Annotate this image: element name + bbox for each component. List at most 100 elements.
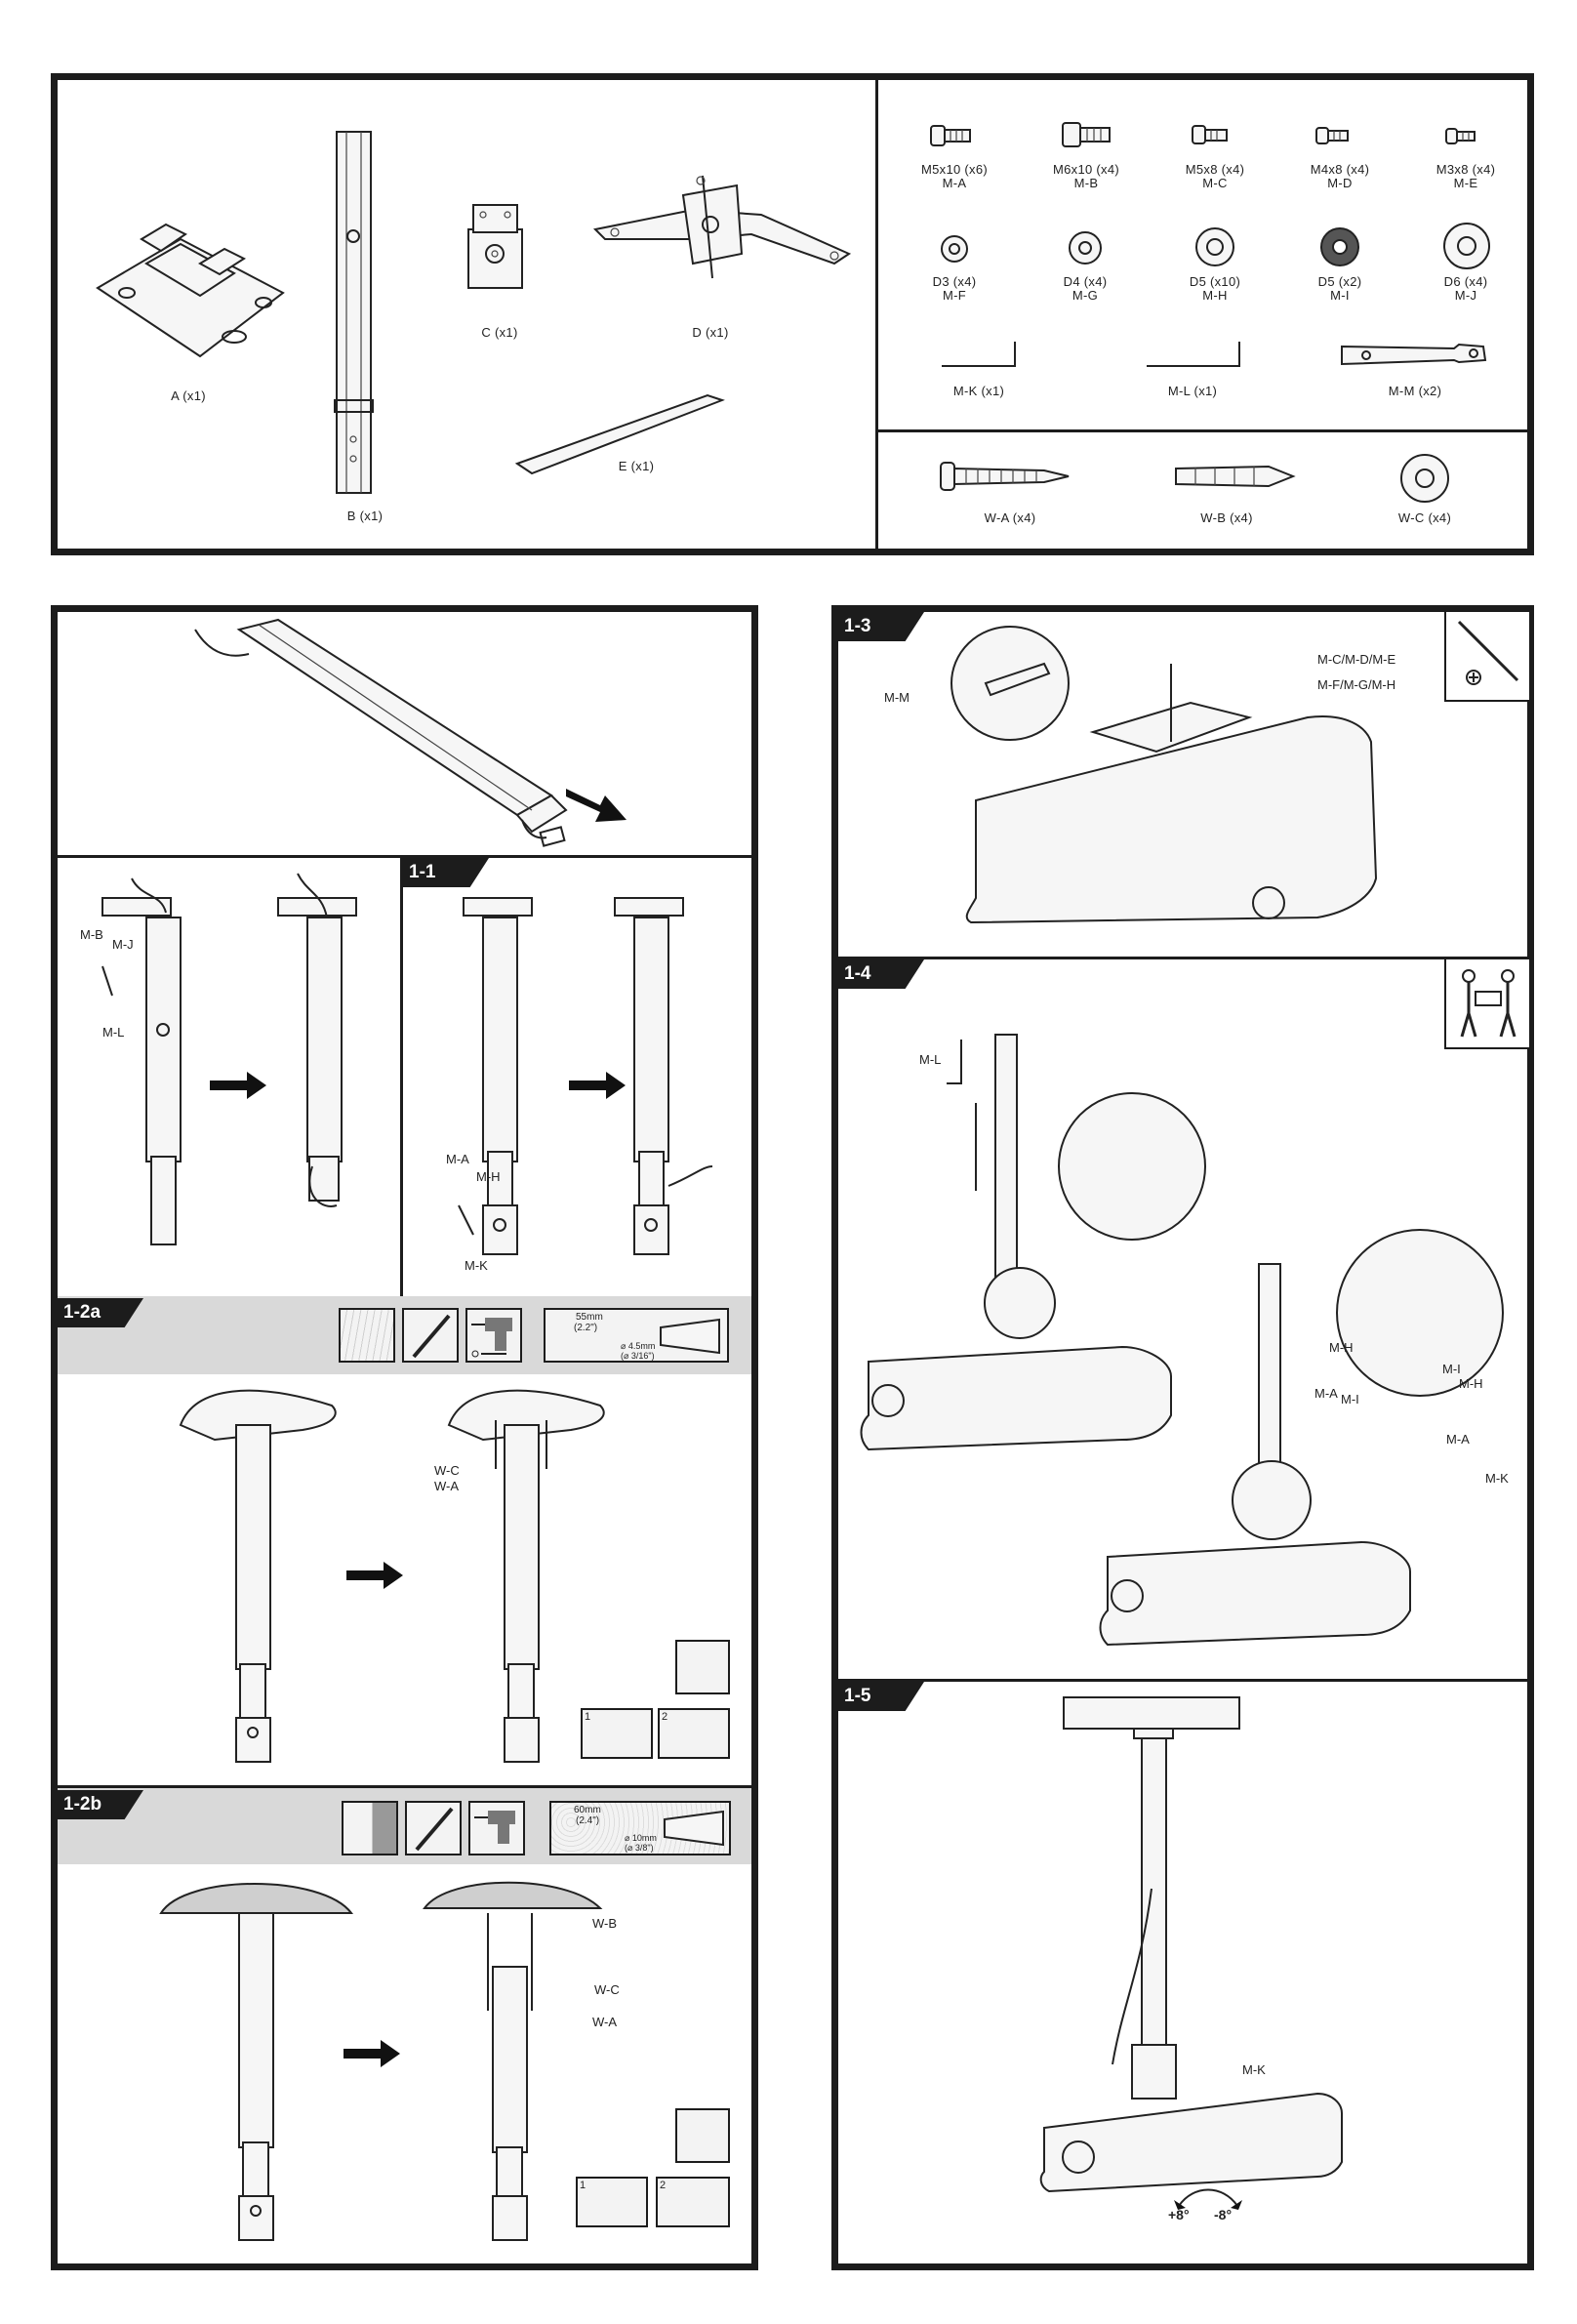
hardware-m-g-size: D4 (x4): [1063, 274, 1108, 289]
hardware-m-h-code: M-H: [1202, 288, 1228, 303]
callout-m-b: M-B: [80, 927, 103, 942]
wall-w-a-label: W-A (x4): [984, 510, 1036, 525]
drill-b-dia: ⌀ 10mm: [625, 1833, 657, 1843]
step-1-1-drawing: [458, 897, 713, 1255]
callout-w-a-1-2b: W-A: [592, 2015, 618, 2029]
drill-a-depth: 55mm: [576, 1312, 603, 1323]
step-arrow-1-icon: [210, 1072, 266, 1099]
callout-m-k-1-5: M-K: [1242, 2062, 1266, 2077]
tool-m-l-label: M-L (x1): [1167, 384, 1218, 398]
callout-w-b-1-2b: W-B: [592, 1916, 618, 1931]
step-1-2b-drawing: [159, 1881, 603, 2241]
pencil-thumb: [402, 1308, 459, 1363]
screwdriver-icon: [1457, 620, 1519, 685]
drill-a-depth-in: (2.2"): [574, 1323, 598, 1333]
hardware-m-j-size: D6 (x4): [1443, 274, 1488, 289]
hardware-m-c-code: M-C: [1202, 176, 1228, 190]
part-d-label: D (x1): [692, 325, 729, 340]
step-arrow-4-icon: [344, 2040, 400, 2067]
pole-cable-routing-drawing: [194, 618, 568, 847]
callout-w-a-1-2a: W-A: [434, 1479, 460, 1493]
screw-m-a-icon: [930, 125, 971, 146]
pull-direction-arrow-icon: [566, 789, 627, 822]
step-1-1-tab: 1-1: [403, 858, 489, 887]
callout-m-h-1-1: M-H: [476, 1169, 501, 1184]
drill-a-dia: ⌀ 4.5mm: [621, 1341, 656, 1351]
tilt-minus: -8°: [1214, 2207, 1233, 2222]
drill-thumb-small-a: [675, 1640, 730, 1694]
washer-m-i-icon: [1320, 227, 1359, 266]
callout-m-i-1-4-b: M-I: [1442, 1362, 1461, 1376]
hardware-m-f-size: D3 (x4): [932, 274, 977, 289]
hardware-m-b-size: M6x10 (x4): [1052, 162, 1120, 177]
screw-m-d-icon: [1315, 127, 1349, 144]
callout-m-j: M-J: [112, 937, 134, 952]
extension-plate-m-m-icon: [1341, 343, 1487, 366]
hardware-m-j-code: M-J: [1454, 288, 1477, 303]
drill-bit-b-icon: [664, 1810, 724, 1847]
substep-1-a: 1: [585, 1711, 591, 1723]
part-b-drawing: [334, 131, 374, 494]
projector-1-3-drawing: [950, 626, 1378, 924]
part-a-drawing: [96, 223, 285, 358]
substep-2-thumb-a: [658, 1708, 730, 1759]
washer-m-h-icon: [1195, 227, 1234, 266]
callout-w-c-1-2b: W-C: [594, 1982, 620, 1997]
step-arrow-2-icon: [569, 1072, 626, 1099]
tool-m-m-label: M-M (x2): [1388, 384, 1442, 398]
wall-w-c-label: W-C (x4): [1397, 510, 1452, 525]
allen-key-m-k-icon: [942, 342, 1016, 367]
wood-ceiling-thumb: [339, 1308, 395, 1363]
drill-b-depth: 60mm: [574, 1805, 601, 1815]
screwdriver-box: [1444, 612, 1529, 702]
pencil-thumb-b: [405, 1801, 462, 1855]
hardware-m-h-size: D5 (x10): [1189, 274, 1241, 289]
step-1-4-tab: 1-4: [838, 959, 924, 989]
substep-2-b: 2: [660, 2180, 667, 2191]
hardware-m-c-size: M5x8 (x4): [1185, 162, 1245, 177]
row-divider-3: [838, 957, 1527, 959]
two-person-lift-icon: [1460, 969, 1516, 1038]
step-1-2a-drawing: [179, 1389, 605, 1763]
hardware-m-a-code: M-A: [942, 176, 967, 190]
part-e-drawing: [514, 393, 725, 475]
row-divider-1: [58, 855, 751, 858]
step-1-1-divider: [400, 857, 403, 1296]
final-install-1-5-drawing: [1039, 1696, 1343, 2193]
part-c-drawing: [467, 204, 523, 289]
hardware-m-d-size: M4x8 (x4): [1310, 162, 1370, 177]
callout-m-k-1-1: M-K: [465, 1258, 488, 1273]
drill-b-depth-in: (2.4"): [576, 1815, 600, 1826]
concrete-ceiling-thumb: [342, 1801, 398, 1855]
drill-thumb-b: [468, 1801, 525, 1855]
hardware-m-e-code: M-E: [1453, 176, 1478, 190]
callout-m-c-d-e: M-C/M-D/M-E: [1317, 652, 1396, 667]
callout-m-l: M-L: [102, 1025, 125, 1040]
pole-assembly-pre-drawing: [101, 873, 357, 1245]
washer-w-c-icon: [1400, 454, 1449, 503]
callout-m-f-g-h: M-F/M-G/M-H: [1317, 677, 1396, 692]
projector-lift-1-4-drawing: [860, 1034, 1504, 1647]
washer-m-g-icon: [1069, 231, 1102, 265]
substep-1-b: 1: [580, 2180, 586, 2191]
tilt-arc-icon: [1174, 2188, 1242, 2210]
callout-m-h-1-4-b: M-H: [1459, 1376, 1483, 1391]
hardware-m-a-size: M5x10 (x6): [920, 162, 989, 177]
hardware-m-i-code: M-I: [1330, 288, 1350, 303]
callout-m-h-1-4-a: M-H: [1329, 1340, 1354, 1355]
screw-m-c-icon: [1192, 125, 1228, 144]
substep-1-thumb-a: [581, 1708, 653, 1759]
hardware-m-b-code: M-B: [1073, 176, 1099, 190]
substep-2-a: 2: [662, 1711, 668, 1723]
drill-thumb-small-b: [675, 2108, 730, 2163]
hardware-m-g-code: M-G: [1072, 288, 1099, 303]
lag-screw-w-a-icon: [940, 462, 1070, 491]
callout-m-l-1-4: M-L: [919, 1052, 942, 1067]
part-b-label: B (x1): [346, 509, 384, 523]
callout-w-c-1-2a: W-C: [434, 1463, 460, 1478]
part-e-label: E (x1): [618, 459, 655, 473]
row-divider-4: [838, 1679, 1527, 1682]
screw-m-e-icon: [1445, 128, 1476, 144]
step-1-5-tab: 1-5: [838, 1682, 924, 1711]
step-1-2a-tab: 1-2a: [58, 1298, 143, 1327]
